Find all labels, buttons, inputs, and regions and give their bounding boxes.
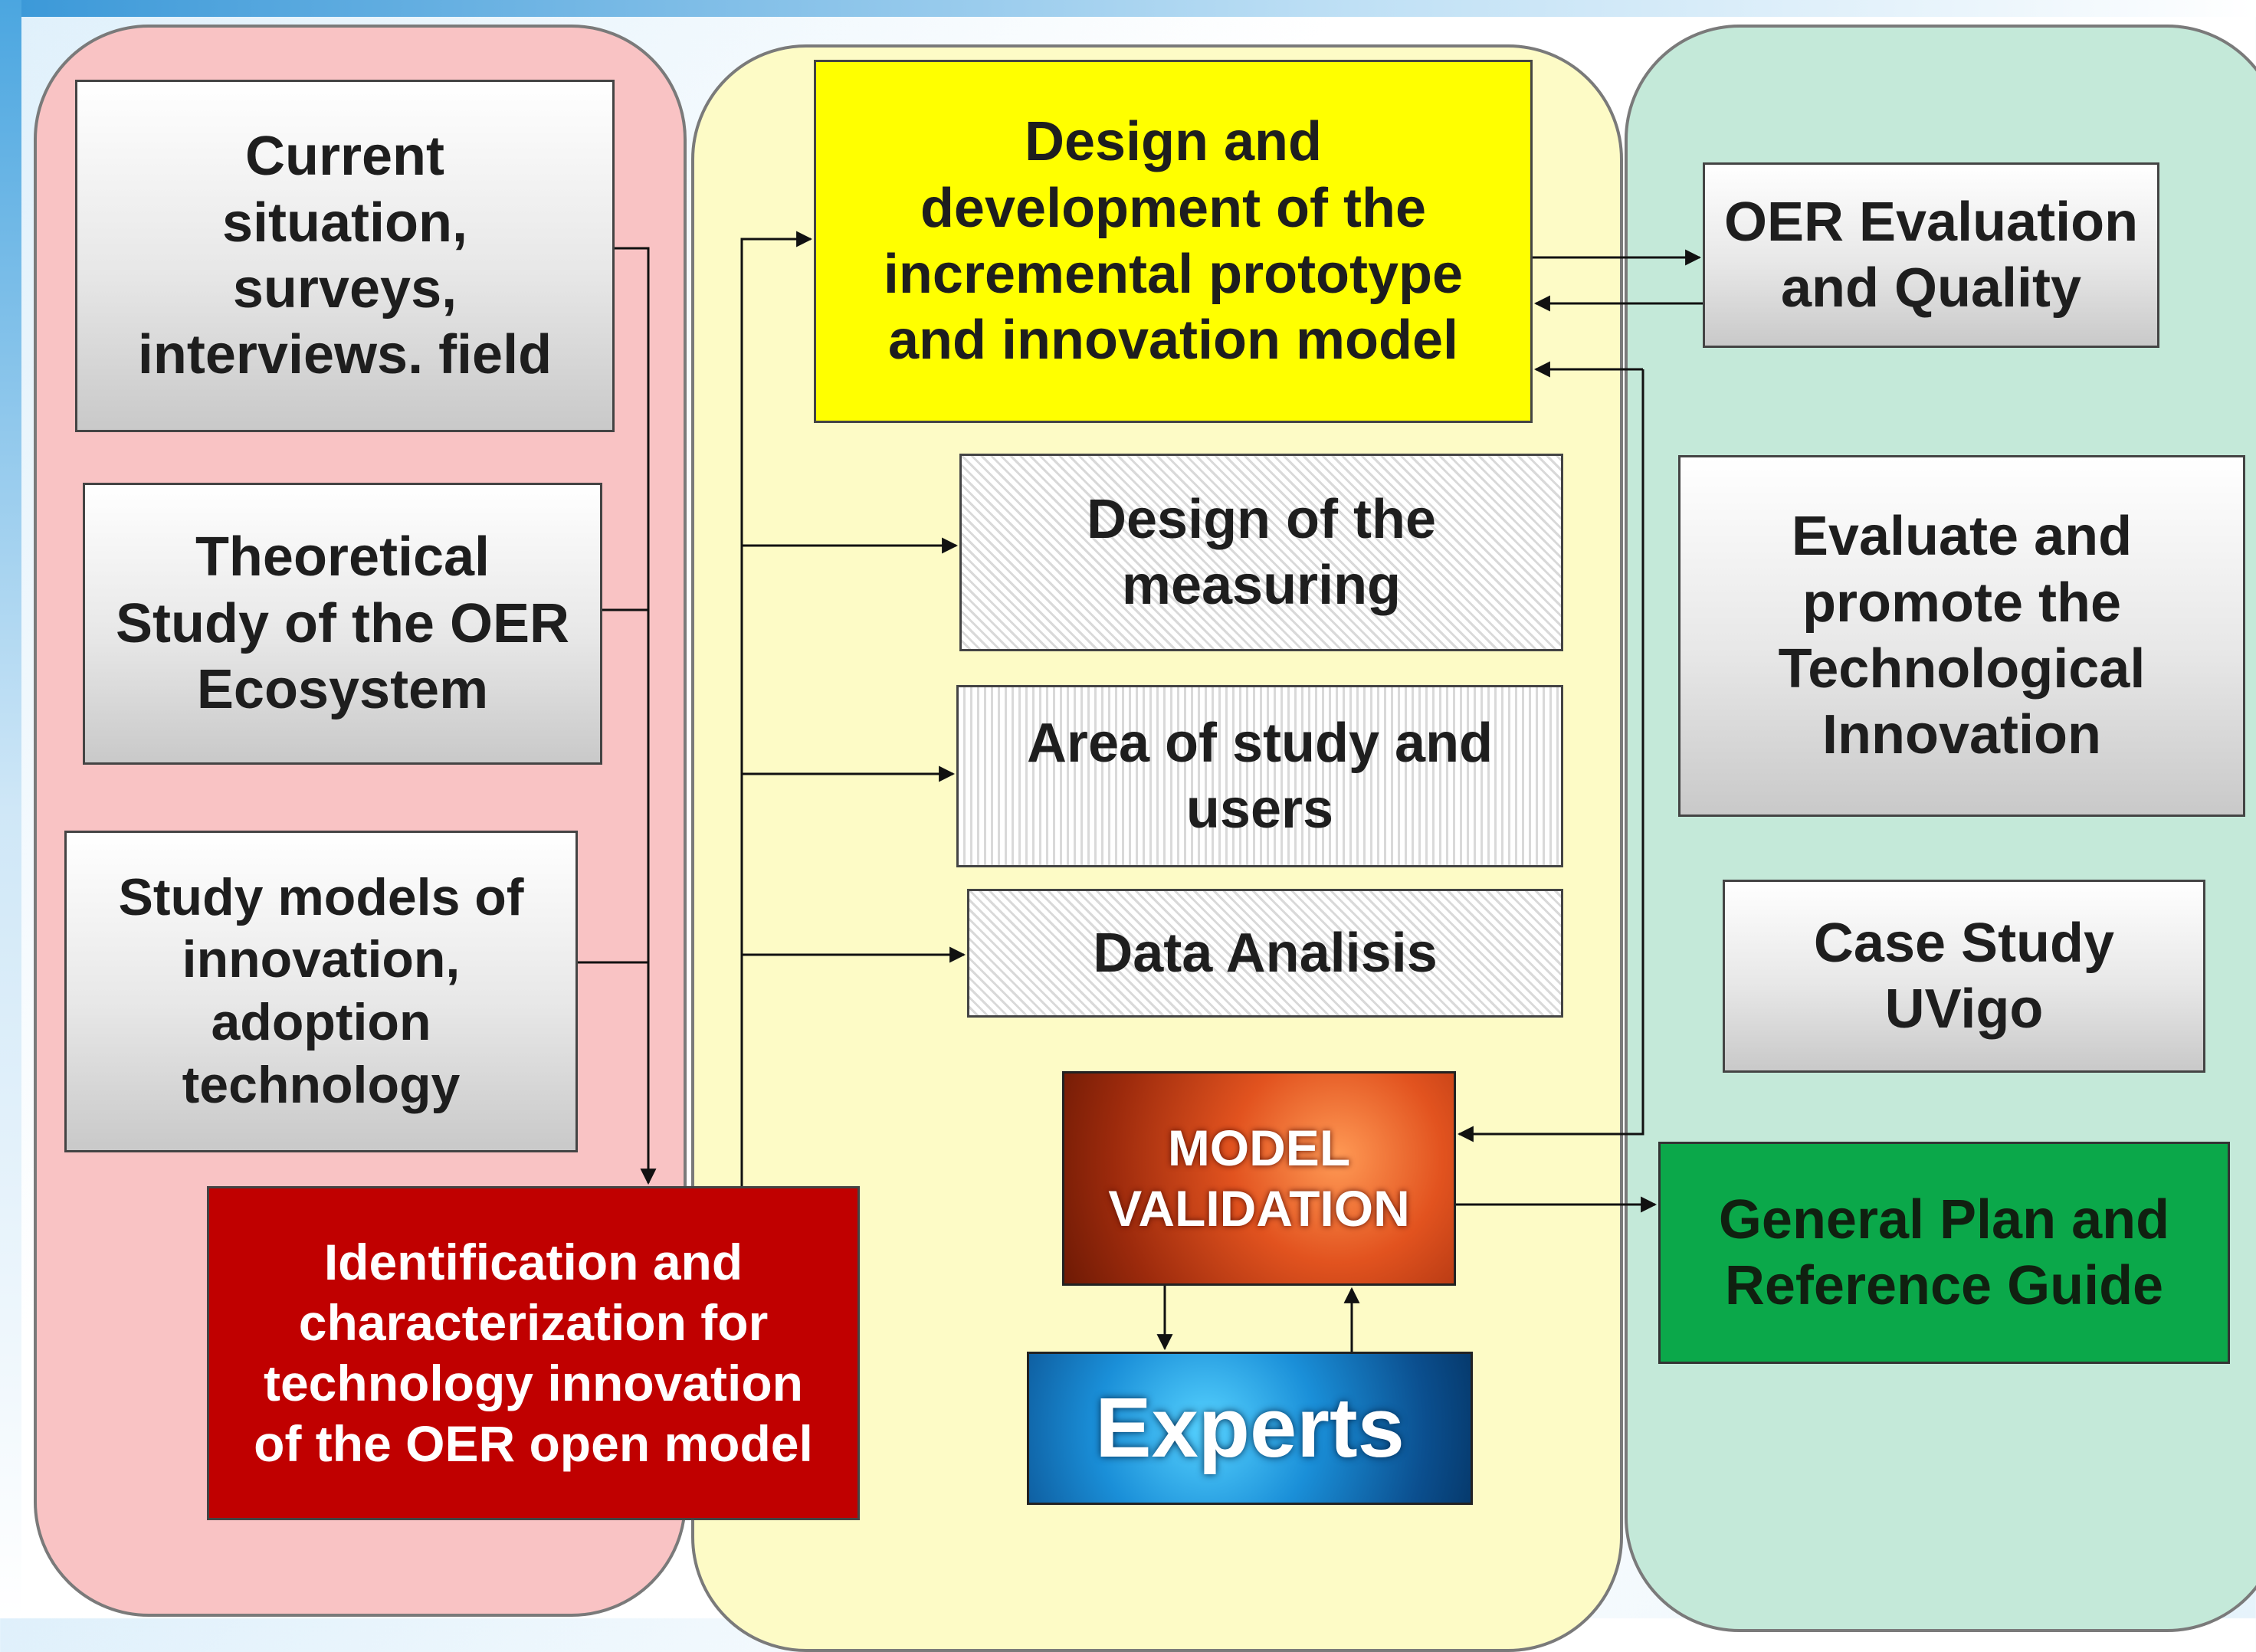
general-plan-label: General Plan and Reference Guide: [1718, 1188, 2170, 1316]
case-study-box: Case Study UVigo: [1723, 880, 2205, 1073]
side-band: [0, 0, 21, 1618]
general-plan-box: General Plan and Reference Guide: [1658, 1142, 2230, 1364]
model-validation-label: MODEL VALIDATION: [1108, 1119, 1410, 1237]
model-validation-box: MODEL VALIDATION: [1062, 1071, 1456, 1286]
theoretical-study-label: Theoretical Study of the OER Ecosystem: [116, 526, 569, 721]
study-models-box: Study models of innovation, adoption tec…: [64, 831, 578, 1152]
design-measuring-box: Design of the measuring: [959, 454, 1563, 651]
area-study-label: Area of study and users: [1026, 712, 1494, 840]
data-analisis-label: Data Analisis: [1093, 922, 1438, 984]
header-band: [0, 0, 2256, 17]
experts-label: Experts: [1095, 1381, 1405, 1475]
identification-label: Identification and characterization for …: [254, 1233, 813, 1473]
evaluate-promote-label: Evaluate and promote the Technological I…: [1778, 506, 2146, 766]
case-study-label: Case Study UVigo: [1813, 912, 2115, 1040]
oer-evaluation-label: OER Evaluation and Quality: [1723, 191, 2139, 319]
area-study-box: Area of study and users: [956, 685, 1563, 867]
current-situation-label: Current situation, surveys, interviews. …: [137, 126, 553, 386]
design-development-box: Design and development of the incrementa…: [814, 60, 1533, 423]
oer-evaluation-box: OER Evaluation and Quality: [1703, 162, 2159, 348]
design-development-label: Design and development of the incrementa…: [883, 111, 1464, 372]
experts-box: Experts: [1027, 1352, 1473, 1505]
current-situation-box: Current situation, surveys, interviews. …: [75, 80, 615, 432]
theoretical-study-box: Theoretical Study of the OER Ecosystem: [83, 483, 602, 765]
identification-box: Identification and characterization for …: [207, 1186, 860, 1520]
evaluate-promote-box: Evaluate and promote the Technological I…: [1678, 455, 2245, 817]
data-analisis-box: Data Analisis: [967, 889, 1563, 1018]
design-measuring-label: Design of the measuring: [1086, 488, 1436, 616]
study-models-label: Study models of innovation, adoption tec…: [118, 867, 524, 1114]
